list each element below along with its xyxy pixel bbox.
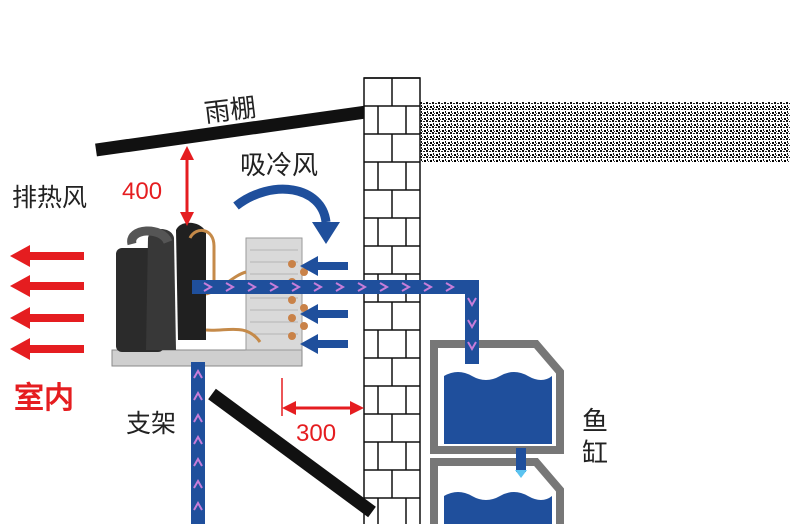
- flow-arrows: [193, 282, 477, 511]
- flow-arrow-right: [225, 282, 236, 292]
- flow-arrow-right: [203, 282, 214, 292]
- flow-arrow-down: [467, 341, 477, 352]
- bracket-label: 支架: [126, 409, 177, 438]
- canopy: [95, 105, 367, 157]
- clearance-wall-arrow: [281, 378, 364, 416]
- overflow-drain: [515, 448, 527, 478]
- brick-wall: [363, 77, 421, 524]
- fish-tank-lower: [430, 458, 564, 524]
- flow-arrow-right: [291, 282, 302, 292]
- flow-arrow-down: [467, 319, 477, 330]
- intake-arrows: [233, 184, 348, 354]
- arrow-left-icon: [10, 245, 84, 360]
- flow-arrow-up: [193, 412, 203, 423]
- condensing-unit-icon: [111, 222, 308, 367]
- flow-arrow-right: [401, 282, 412, 292]
- indoor-label: 室内: [14, 381, 74, 416]
- exhaust-air-label: 排热风: [12, 183, 88, 212]
- flow-arrow-right: [357, 282, 368, 292]
- flow-arrow-right: [247, 282, 258, 292]
- flow-arrow-right: [269, 282, 280, 292]
- intake-arrow: [300, 256, 318, 276]
- intake-arrow: [300, 334, 318, 354]
- flow-arrow-down: [467, 297, 477, 308]
- flow-arrow-right: [445, 282, 456, 292]
- clearance-wall-label: 300: [296, 420, 337, 447]
- bracket: [208, 388, 376, 518]
- flow-arrow-right: [335, 282, 346, 292]
- flow-arrow-up: [193, 500, 203, 511]
- ceiling-slab: [420, 102, 790, 162]
- clearance-top-arrow: [180, 146, 194, 226]
- flow-arrow-up: [193, 478, 203, 489]
- intake-curve-arrow: [233, 184, 331, 223]
- flow-arrow-right: [423, 282, 434, 292]
- flow-arrow-up: [193, 434, 203, 445]
- intake-air-label: 吸冷风: [240, 151, 319, 181]
- intake-arrow: [300, 304, 318, 324]
- fish-tank-label: 鱼 缸: [582, 407, 609, 469]
- clearance-top-label: 400: [122, 178, 163, 205]
- flow-arrow-up: [193, 456, 203, 467]
- flow-arrow-right: [313, 282, 324, 292]
- fish-tank-upper: [430, 340, 564, 454]
- canopy-label: 雨棚: [202, 92, 258, 130]
- flow-arrow-right: [379, 282, 390, 292]
- flow-arrow-up: [193, 368, 203, 379]
- flow-arrow-up: [193, 390, 203, 401]
